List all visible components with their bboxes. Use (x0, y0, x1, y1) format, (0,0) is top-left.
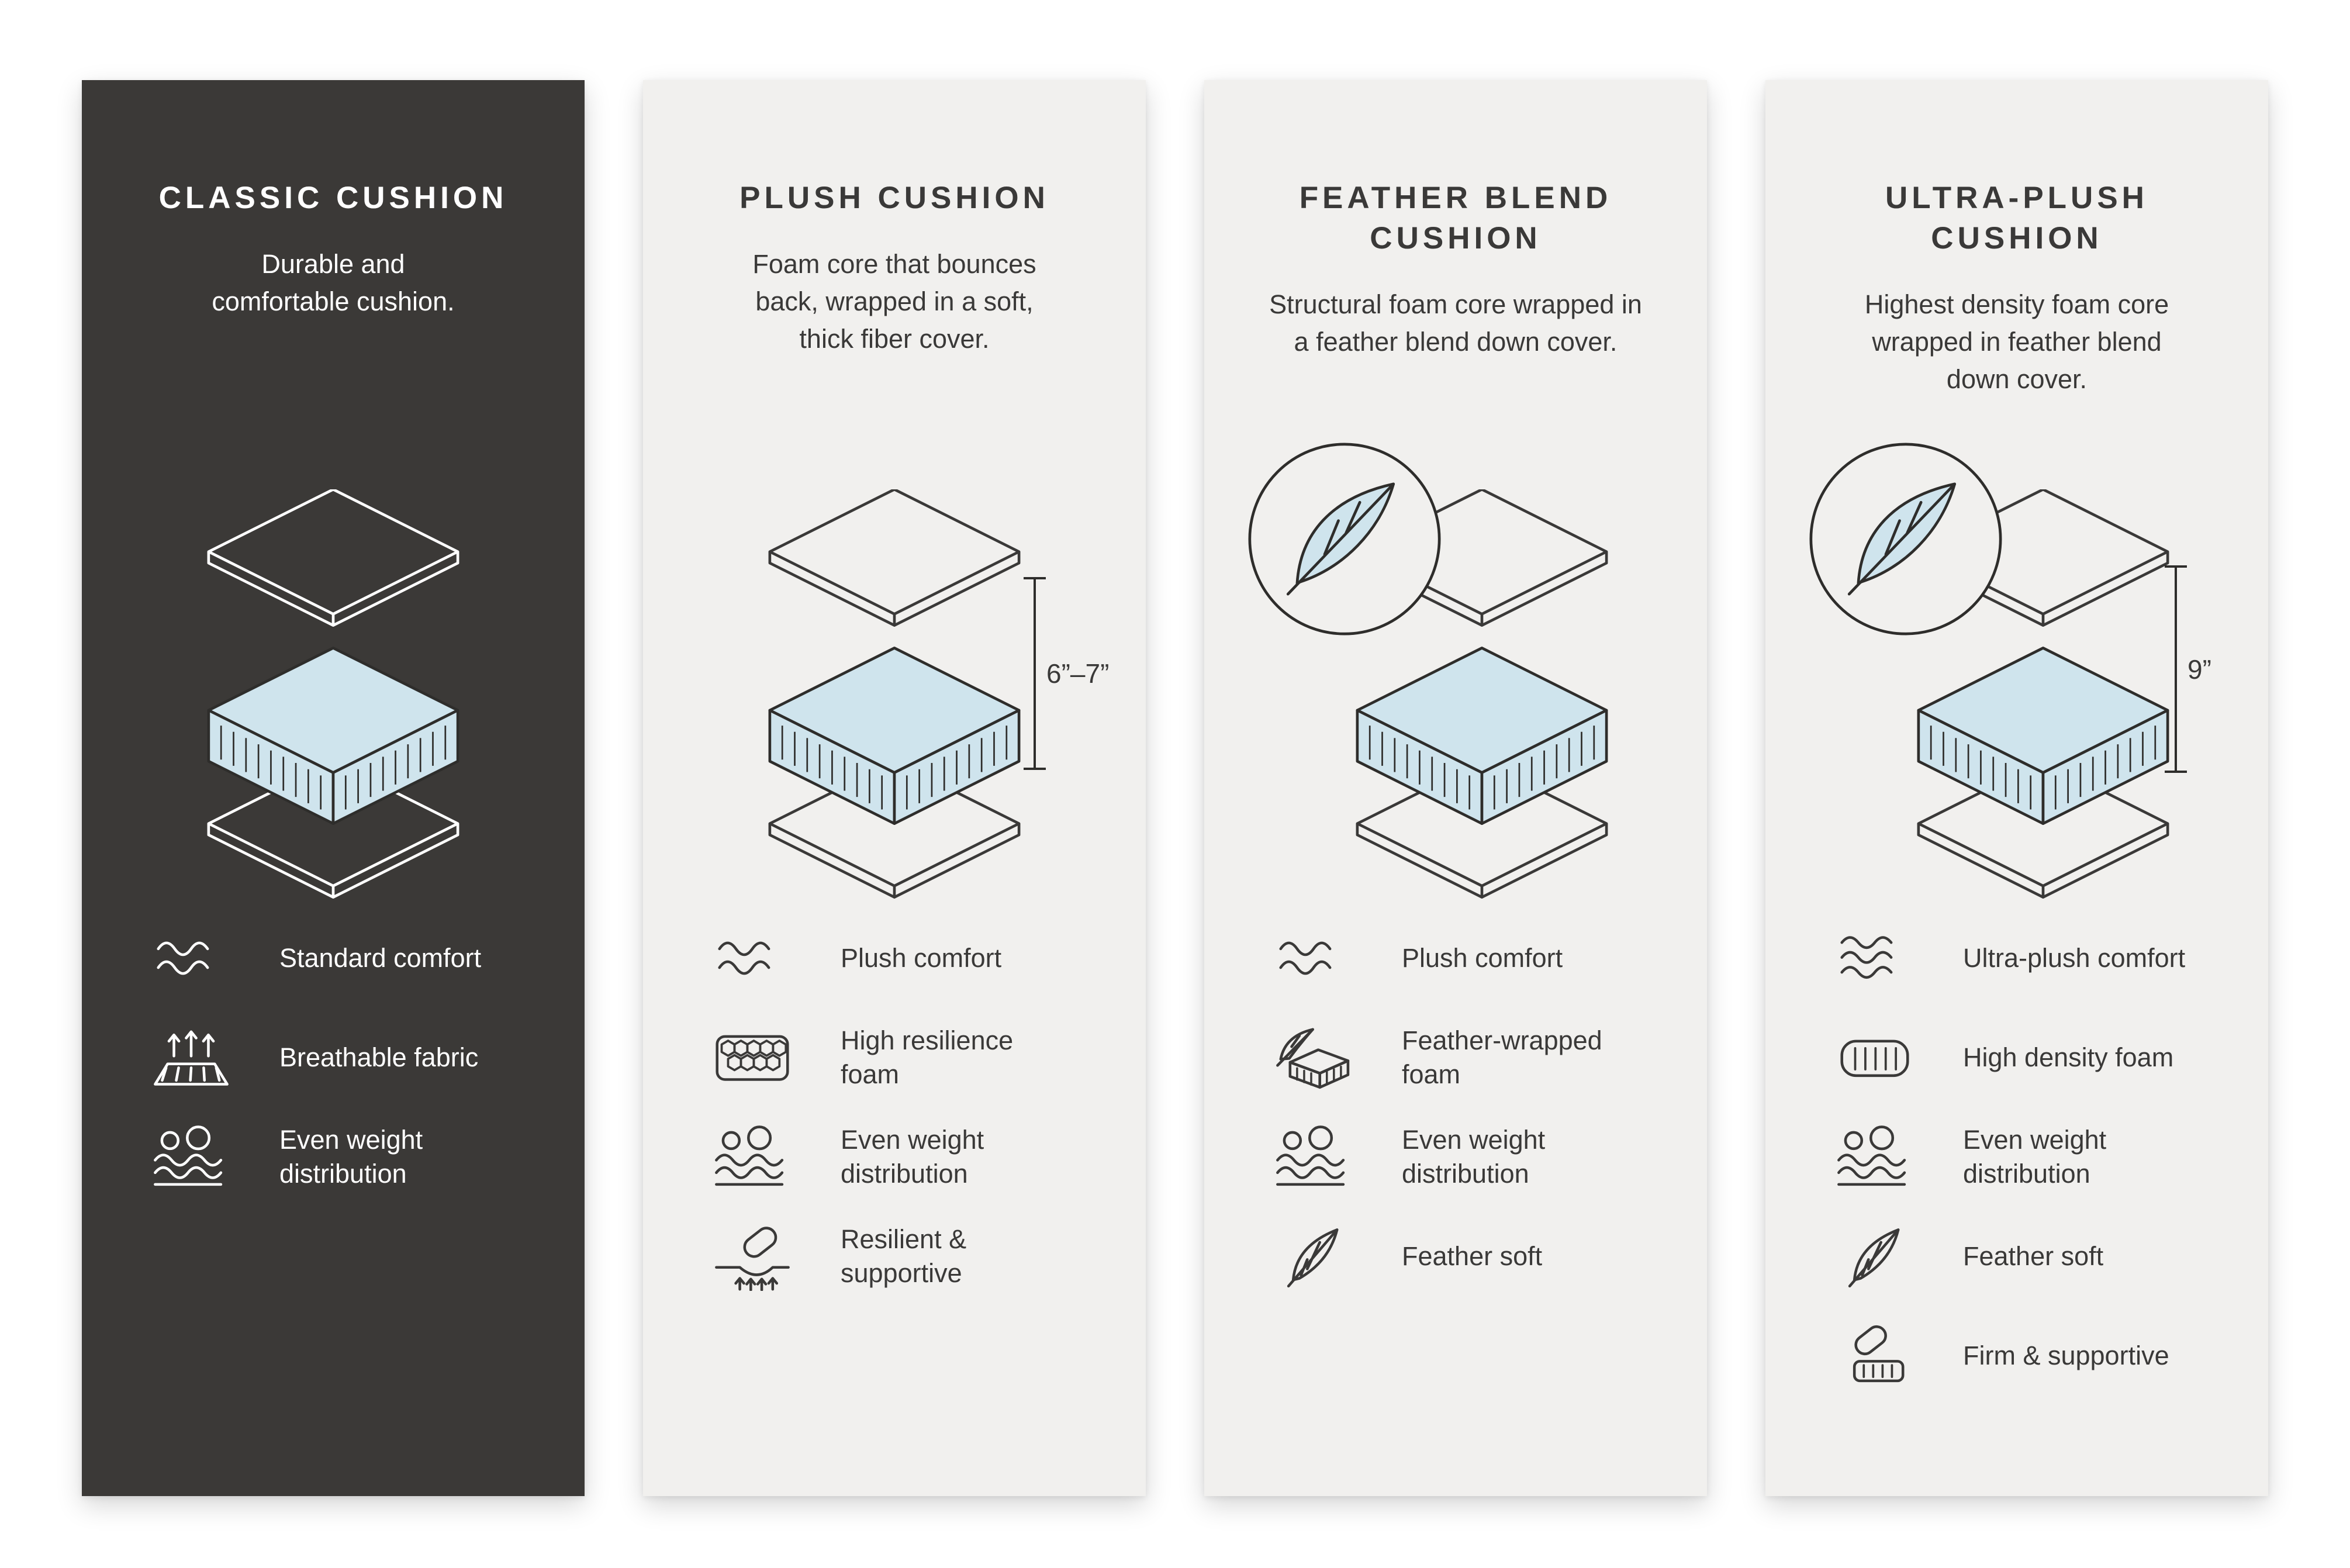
even-weight-distribution-icon (147, 1123, 235, 1191)
feature-label: Resilient & supportive (841, 1224, 967, 1288)
measure-label: 6”–7” (1046, 658, 1110, 689)
high-density-foam-icon (1831, 1023, 1919, 1092)
panel-feather-blend-cushion: FEATHER BLEND CUSHION Structural foam co… (1204, 80, 1707, 1496)
feature-label: Feather-wrapped foam (1402, 1025, 1602, 1089)
panel-description: Foam core that bounces back, wrapped in … (752, 248, 1036, 354)
feature-label: Even weight distribution (279, 1125, 423, 1189)
layered-cushion-illustration (713, 489, 1076, 911)
panel-ultra-plush-cushion: ULTRA-PLUSH CUSHION Highest density foam… (1765, 80, 2268, 1496)
breathable-fabric-icon (147, 1023, 235, 1092)
panel-title: CLASSIC CUSHION (158, 181, 508, 215)
panel-title: PLUSH CUSHION (739, 181, 1049, 215)
even-weight-distribution-icon (1270, 1123, 1357, 1191)
feature-row: Firm & supportive (1831, 1321, 2259, 1390)
feature-label: Firm & supportive (1963, 1341, 2169, 1371)
feature-label: Even weight distribution (1963, 1125, 2107, 1189)
feather-circle-badge (1806, 440, 2005, 638)
feature-list: Ultra-plush comfort High density foam Ev… (1831, 924, 2259, 1421)
height-measurement: 6”–7” (1024, 577, 1110, 770)
feature-row: Feather soft (1831, 1222, 2259, 1291)
measure-line (2165, 565, 2187, 773)
feather-icon (1831, 1222, 1919, 1291)
feature-row: High density foam (1831, 1023, 2259, 1092)
feature-row: High resilience foam (709, 1023, 1136, 1092)
measure-label: 9” (2187, 654, 2211, 685)
feather-wrapped-foam-icon (1270, 1023, 1357, 1092)
panel-classic-cushion: CLASSIC CUSHION Durable and comfortable … (82, 80, 585, 1496)
measure-line (1024, 577, 1046, 770)
panel-plush-cushion: PLUSH CUSHION Foam core that bounces bac… (643, 80, 1146, 1496)
feature-label: Feather soft (1963, 1241, 2104, 1272)
feature-label: Plush comfort (1402, 943, 1563, 973)
firm-support-icon (1831, 1321, 1919, 1390)
cushion-diagram: 6”–7” (643, 489, 1146, 1004)
feature-row: Even weight distribution (147, 1123, 575, 1191)
feature-label: Standard comfort (279, 943, 482, 973)
panel-description: Structural foam core wrapped in a feathe… (1269, 289, 1642, 357)
feature-list: Plush comfort High resilience foam Even … (709, 924, 1136, 1321)
feature-row: Even weight distribution (1270, 1123, 1698, 1191)
feature-row: Resilient & supportive (709, 1222, 1136, 1291)
feature-label: Even weight distribution (841, 1125, 984, 1189)
feature-label: High density foam (1963, 1042, 2174, 1073)
feather-circle-badge (1245, 440, 1444, 638)
feature-row: Feather-wrapped foam (1270, 1023, 1698, 1092)
panel-description: Highest density foam core wrapped in fea… (1864, 289, 2169, 394)
even-weight-distribution-icon (1831, 1123, 1919, 1191)
triple-waves-icon (1831, 924, 1919, 993)
layered-cushion-illustration (152, 489, 514, 911)
feature-row: Breathable fabric (147, 1023, 575, 1092)
waves-icon (147, 924, 235, 993)
even-weight-distribution-icon (709, 1123, 796, 1191)
waves-icon (1270, 924, 1357, 993)
feature-label: Ultra-plush comfort (1963, 943, 2186, 973)
feature-label: High resilience foam (841, 1025, 1014, 1089)
feature-list: Plush comfort Feather-wrapped foam Even … (1270, 924, 1698, 1321)
panel-description: Durable and comfortable cushion. (212, 248, 455, 316)
feather-icon (1270, 1222, 1357, 1291)
height-measurement: 9” (2165, 565, 2211, 773)
hand-press-icon (709, 1222, 796, 1291)
feature-row: Even weight distribution (1831, 1123, 2259, 1191)
feature-row: Plush comfort (709, 924, 1136, 993)
panel-title: ULTRA-PLUSH CUSHION (1885, 181, 2148, 255)
feature-row: Standard comfort (147, 924, 575, 993)
feature-row: Feather soft (1270, 1222, 1698, 1291)
feature-label: Even weight distribution (1402, 1125, 1546, 1189)
feature-label: Feather soft (1402, 1241, 1543, 1272)
feature-label: Breathable fabric (279, 1042, 479, 1073)
waves-icon (709, 924, 796, 993)
honeycomb-foam-icon (709, 1023, 796, 1092)
feature-row: Plush comfort (1270, 924, 1698, 993)
feature-label: Plush comfort (841, 943, 1002, 973)
cushion-diagram: 9” (1765, 489, 2268, 1004)
feature-row: Ultra-plush comfort (1831, 924, 2259, 993)
feature-list: Standard comfort Breathable fabric Even … (147, 924, 575, 1222)
panel-title: FEATHER BLEND CUSHION (1299, 181, 1612, 255)
feature-row: Even weight distribution (709, 1123, 1136, 1191)
